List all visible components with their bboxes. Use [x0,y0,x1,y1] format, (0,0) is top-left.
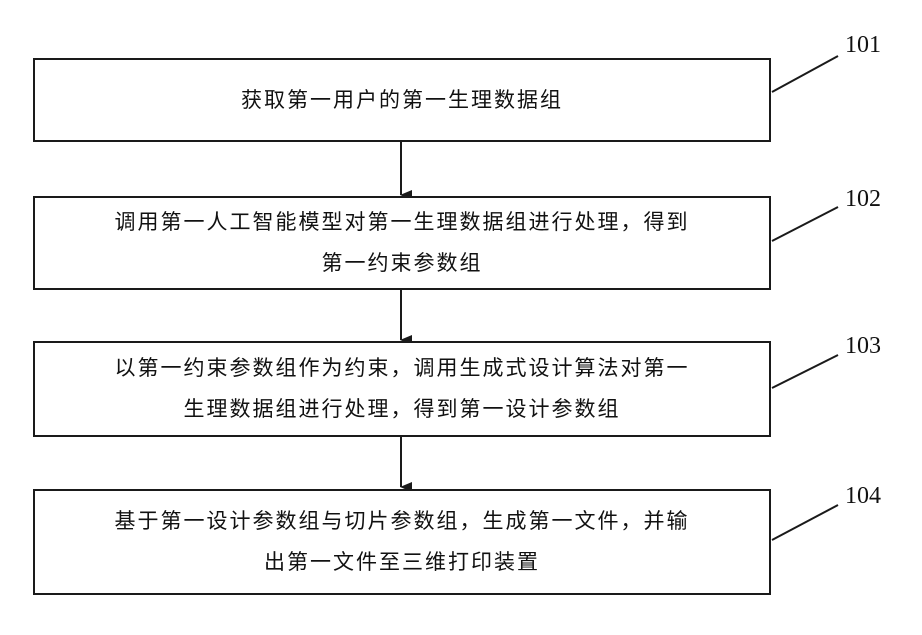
step-box-103: 以第一约束参数组作为约束，调用生成式设计算法对第一 生理数据组进行处理，得到第一… [33,341,771,437]
step-box-101: 获取第一用户的第一生理数据组 [33,58,771,142]
step-label-104: 104 [845,483,881,510]
step-box-102: 调用第一人工智能模型对第一生理数据组进行处理，得到 第一约束参数组 [33,196,771,290]
step-103-text-line1: 以第一约束参数组作为约束，调用生成式设计算法对第一 [115,356,690,380]
step-103-text-line2: 生理数据组进行处理，得到第一设计参数组 [184,397,621,421]
step-102-text-line1: 调用第一人工智能模型对第一生理数据组进行处理，得到 [115,210,690,234]
step-text-102: 调用第一人工智能模型对第一生理数据组进行处理，得到 第一约束参数组 [101,202,704,284]
step-label-103: 103 [845,333,881,360]
step-text-101: 获取第一用户的第一生理数据组 [227,80,577,121]
step-text-104: 基于第一设计参数组与切片参数组，生成第一文件，并输 出第一文件至三维打印装置 [101,501,704,583]
step-box-104: 基于第一设计参数组与切片参数组，生成第一文件，并输 出第一文件至三维打印装置 [33,489,771,595]
step-104-text-line1: 基于第一设计参数组与切片参数组，生成第一文件，并输 [115,509,690,533]
step-label-102: 102 [845,186,881,213]
step-text-103: 以第一约束参数组作为约束，调用生成式设计算法对第一 生理数据组进行处理，得到第一… [101,348,704,430]
leader-line-104 [772,505,838,540]
step-104-text-line2: 出第一文件至三维打印装置 [264,550,540,574]
leader-line-101 [772,56,838,92]
step-label-101: 101 [845,32,881,59]
leader-line-102 [772,207,838,241]
step-101-text: 获取第一用户的第一生理数据组 [241,88,563,112]
leader-line-103 [772,355,838,388]
step-102-text-line2: 第一约束参数组 [322,251,483,275]
